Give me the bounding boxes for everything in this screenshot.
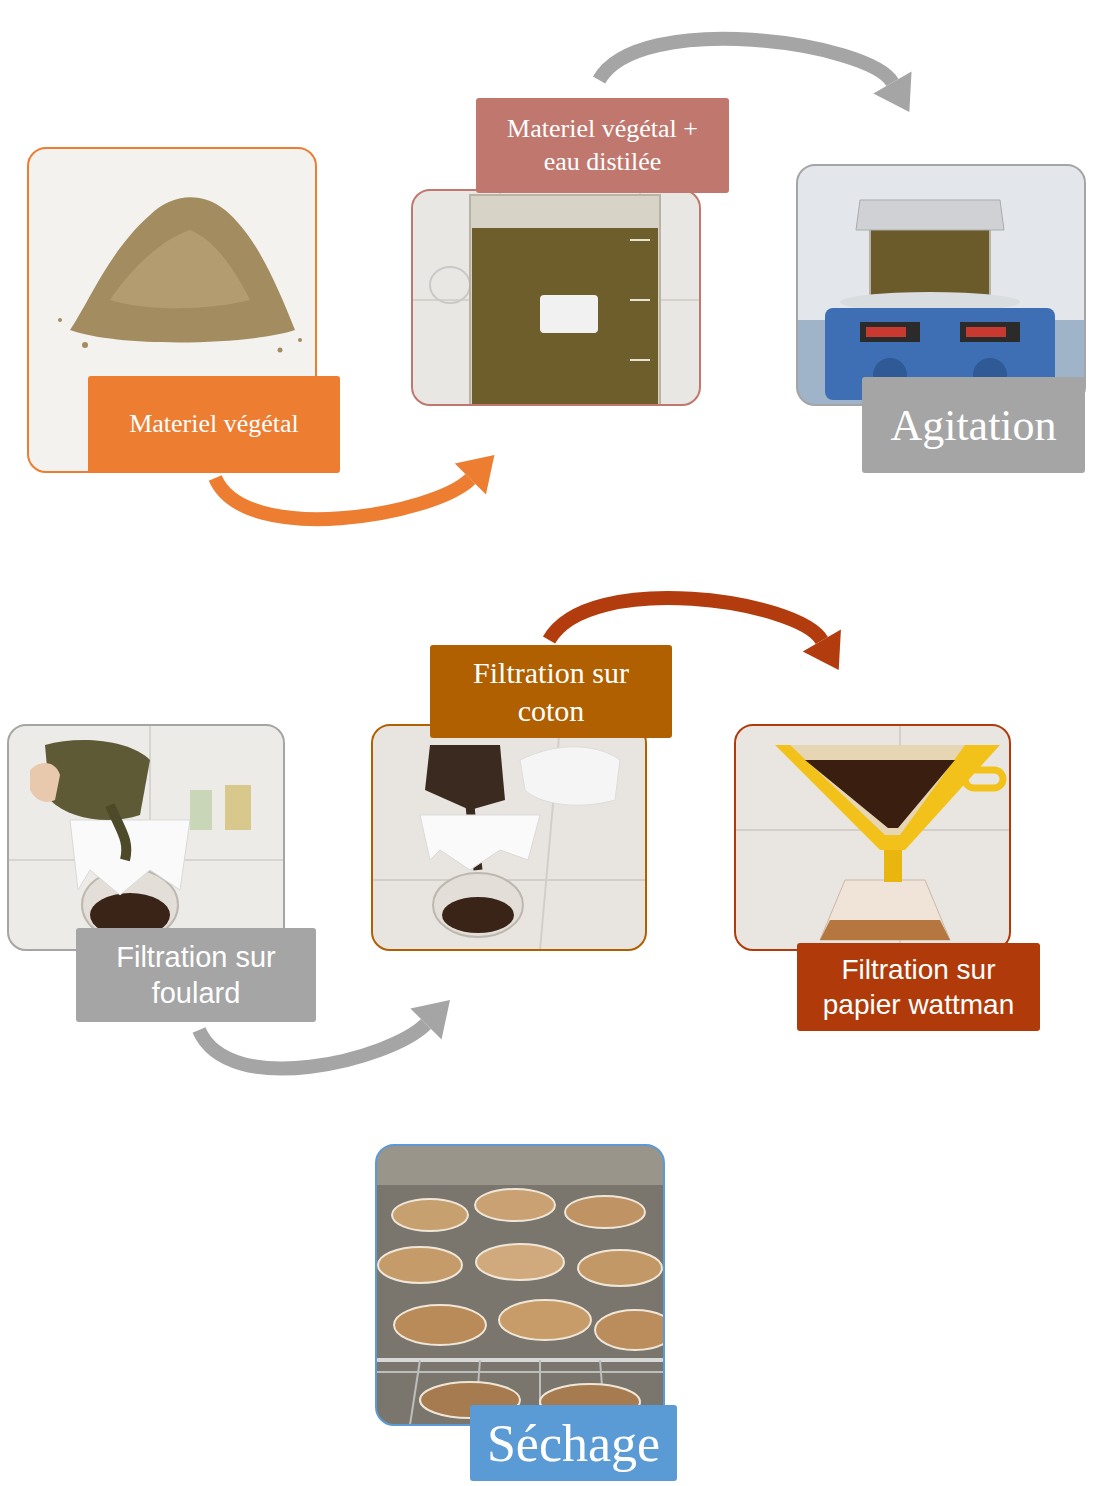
beaker-photo-part	[540, 295, 598, 333]
paper-filtration-photo-part	[775, 745, 1000, 850]
arrow-curve	[215, 478, 470, 519]
stirrer-photo-part	[966, 327, 1006, 337]
powder-photo-part	[298, 338, 302, 342]
photo-frame	[8, 725, 284, 950]
arrow-head	[455, 455, 495, 495]
drying-photo-part	[476, 1244, 564, 1280]
stirrer-photo-part	[960, 322, 1020, 342]
drying-photo-part	[578, 1250, 662, 1286]
beaker-photo-part	[630, 299, 650, 301]
paper-filtration-photo-part	[790, 745, 965, 835]
cotton-filtration-photo	[372, 725, 646, 950]
step-label: Materiel végétal	[88, 376, 340, 473]
beaker-photo-part	[630, 359, 650, 361]
photo-step-panel: Séchage	[376, 1145, 677, 1481]
drying-photo	[376, 1145, 664, 1425]
drying-photo-part	[376, 1145, 664, 1185]
drying-photo-part	[475, 1189, 555, 1221]
scarf-filtration-photo-part	[110, 805, 126, 860]
step-label: Filtration sur foulard	[76, 928, 316, 1022]
stirrer-photo-part	[856, 200, 1004, 230]
photo-frame	[735, 725, 1010, 950]
cotton-filtration-photo-part	[433, 873, 523, 937]
beaker-photo-part	[470, 195, 660, 405]
step-label: Materiel végétal + eau distilée	[476, 98, 729, 193]
scarf-filtration-photo-part	[30, 763, 60, 802]
photo-frame	[797, 165, 1085, 405]
powder-photo-part	[110, 230, 250, 308]
powder-photo-part	[82, 342, 88, 348]
powder-photo-part	[58, 318, 62, 322]
step-label: Agitation	[862, 377, 1085, 473]
photo-frame	[412, 190, 700, 405]
drying-photo-part	[376, 1145, 664, 1425]
step-label: Filtration sur papier wattman	[797, 943, 1040, 1031]
cotton-filtration-photo-part	[442, 897, 514, 933]
beaker-photo	[412, 190, 700, 405]
stirrer-photo-part	[866, 327, 906, 337]
paper-filtration-photo-part	[805, 760, 955, 828]
arrow-head	[873, 72, 911, 112]
photo-frame	[372, 725, 646, 950]
drying-photo-part	[392, 1199, 468, 1231]
powder-photo-part	[278, 348, 283, 353]
stirrer-photo-part	[860, 322, 920, 342]
photo-step-panel: Materiel végétal + eau distilée	[412, 98, 729, 405]
drying-photo-part	[565, 1196, 645, 1228]
cotton-filtration-photo-part	[420, 815, 540, 870]
paper-filtration-photo-part	[735, 725, 1010, 950]
drying-photo-part	[394, 1305, 486, 1345]
cotton-filtration-photo-part	[372, 725, 646, 950]
arrow-curve	[199, 1024, 426, 1068]
powder-photo-part	[70, 197, 295, 342]
paper-filtration-photo-part	[884, 850, 902, 882]
photo-step-panel: Filtration sur coton	[372, 645, 672, 950]
beaker-photo-part	[412, 190, 700, 405]
drying-photo-part	[499, 1300, 591, 1340]
stirrer-photo	[797, 165, 1085, 405]
scarf-filtration-photo-part	[45, 740, 150, 820]
paper-filtration-photo-part	[820, 880, 950, 940]
scarf-filtration-photo-part	[190, 790, 212, 830]
step-label: Séchage	[470, 1405, 677, 1481]
photo-frame	[376, 1145, 664, 1425]
scarf-filtration-photo	[8, 725, 284, 950]
stirrer-photo-part	[797, 165, 1085, 405]
arrow-curve	[599, 39, 892, 83]
photo-step-panel: Materiel végétal	[28, 148, 340, 473]
photo-step-panel: Agitation	[797, 165, 1085, 473]
arrow-head	[803, 630, 841, 670]
drying-photo-part	[410, 1360, 420, 1425]
paper-filtration-photo-part	[820, 920, 950, 940]
arrow-head	[410, 1000, 450, 1040]
cotton-filtration-photo-part	[520, 747, 620, 805]
beaker-photo-part	[472, 228, 658, 405]
arrow-curve	[549, 598, 822, 640]
drying-photo-part	[378, 1247, 462, 1283]
step-label: Filtration sur coton	[430, 645, 672, 738]
photo-step-panel: Filtration sur foulard	[8, 725, 316, 1022]
photo-step-panel: Filtration sur papier wattman	[735, 725, 1040, 1031]
paper-filtration-photo-part	[965, 770, 1003, 788]
cotton-filtration-photo-part	[425, 745, 505, 810]
scarf-filtration-photo-part	[225, 785, 251, 830]
beaker-photo-part	[630, 239, 650, 241]
beaker-photo-part	[430, 267, 470, 303]
paper-filtration-photo	[735, 725, 1010, 950]
scarf-filtration-photo-part	[8, 725, 284, 950]
drying-photo-part	[595, 1310, 664, 1350]
